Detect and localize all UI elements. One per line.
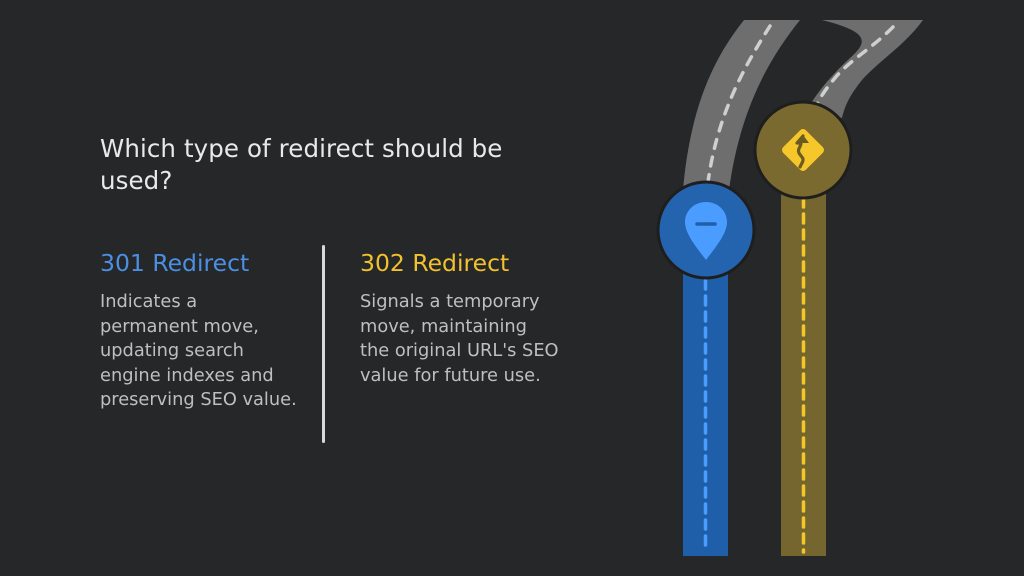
redirect-301-column: 301 Redirect Indicates a permanent move,…	[100, 246, 300, 413]
302-road	[781, 190, 826, 556]
redirect-302-description: Signals a temporary move, maintaining th…	[360, 291, 559, 386]
left-asphalt-road	[683, 20, 800, 192]
302-marker	[753, 100, 853, 200]
redirect-301-title: 301 Redirect	[100, 249, 250, 277]
redirect-301-description: Indicates a permanent move, updating sea…	[100, 291, 297, 410]
column-divider	[322, 245, 325, 443]
redirect-302-column: 302 Redirect Signals a temporary move, m…	[360, 246, 560, 388]
301-marker	[656, 180, 756, 280]
map-pin-minus-icon	[685, 202, 727, 260]
right-asphalt-road	[808, 20, 923, 118]
page-title: Which type of redirect should be used?	[100, 134, 503, 195]
winding-road-sign-icon	[782, 129, 824, 171]
redirect-302-title: 302 Redirect	[360, 249, 510, 277]
301-road	[683, 272, 728, 556]
